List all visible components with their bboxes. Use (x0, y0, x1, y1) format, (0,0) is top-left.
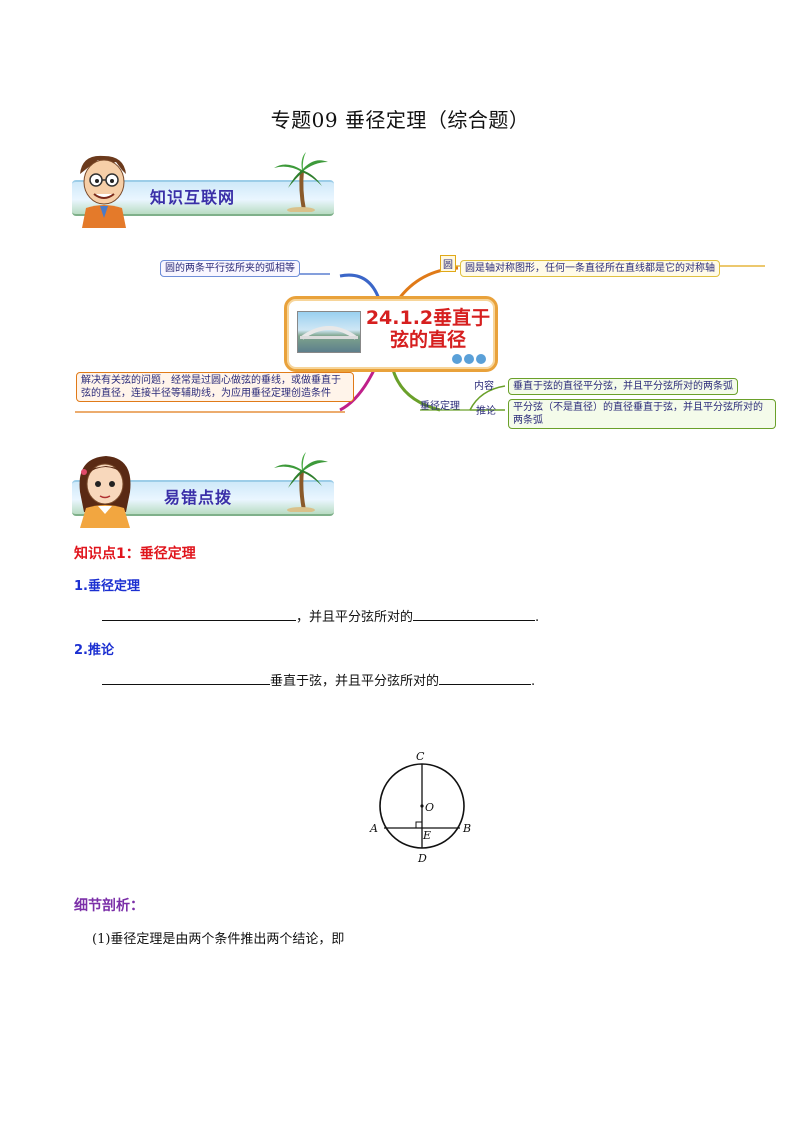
banner-label: 易错点拨 (164, 488, 233, 507)
right-angle-mark (415, 821, 422, 828)
palm-tree-icon (274, 152, 328, 212)
mindmap-node-corollary: 平分弦（不是直径）的直径垂直于弦，并且平分弦所对的两条弧 (508, 399, 776, 429)
mindmap-tag-circle: 圆 (440, 255, 456, 272)
corollary-end-text: . (531, 674, 536, 689)
mindmap-tag-content: 内容 (474, 381, 494, 392)
girl-cartoon-icon (79, 456, 131, 528)
corollary-subheading: 2.推论 (74, 643, 114, 658)
corollary-fill-line: 垂直于弦，并且平分弦所对的. (102, 670, 535, 689)
knowledge-point-heading: 知识点1：垂径定理 (74, 546, 196, 562)
mindmap-node-content: 垂直于弦的直径平分弦，并且平分弦所对的两条弧 (508, 378, 738, 395)
label-d: D (417, 852, 427, 865)
theorem-mid-text: ，并且平分弦所对的 (296, 610, 414, 625)
mindmap-center-title: 24.1.2垂直于弦的直径 (365, 307, 491, 351)
dots-decoration-icon (452, 354, 486, 364)
theorem-blank-1[interactable] (102, 606, 296, 621)
page-title: 专题09 垂径定理（综合题） (270, 108, 530, 132)
label-o: O (425, 801, 434, 814)
circle-figure: C O A E B D (369, 750, 471, 865)
palm-tree-icon (274, 452, 328, 512)
mindmap-tag-theorem: 垂径定理 (420, 401, 460, 412)
mindmap-center-card: 24.1.2垂直于弦的直径 (284, 296, 498, 372)
mindmap-node-parallel-chords: 圆的两条平行弦所夹的弧相等 (160, 260, 300, 277)
theorem-fill-line: ，并且平分弦所对的. (102, 606, 539, 625)
detail-heading: 细节剖析： (74, 898, 144, 914)
corollary-blank-2[interactable] (439, 670, 532, 685)
corollary-mid-text: 垂直于弦，并且平分弦所对的 (270, 674, 440, 689)
mindmap-tag-corollary: 推论 (476, 406, 496, 417)
detail-text: (1)垂径定理是由两个条件推出两个结论，即 (92, 932, 345, 947)
label-c: C (416, 750, 425, 763)
theorem-subheading: 1.垂径定理 (74, 579, 140, 594)
boy-cartoon-icon (80, 155, 126, 228)
bridge-photo (297, 311, 361, 353)
mindmap-node-axis-symmetry: 圆是轴对称图形，任何一条直径所在直线都是它的对称轴 (460, 260, 720, 277)
mindmap-node-auxiliary-lines: 解决有关弦的问题，经常是过圆心做弦的垂线，或做垂直于弦的直径，连接半径等辅助线，… (76, 372, 354, 402)
error-tips-banner: 易错点拨 (72, 452, 334, 528)
corollary-blank-1[interactable] (102, 670, 270, 685)
banner-label: 知识互联网 (150, 188, 236, 207)
label-e: E (422, 829, 431, 842)
theorem-end-text: . (535, 610, 540, 625)
bridge-icon (300, 326, 358, 340)
knowledge-network-banner: 知识互联网 (72, 152, 334, 228)
center-point (420, 804, 424, 808)
theorem-blank-2[interactable] (413, 606, 536, 621)
label-a: A (369, 822, 378, 835)
label-b: B (462, 822, 471, 835)
